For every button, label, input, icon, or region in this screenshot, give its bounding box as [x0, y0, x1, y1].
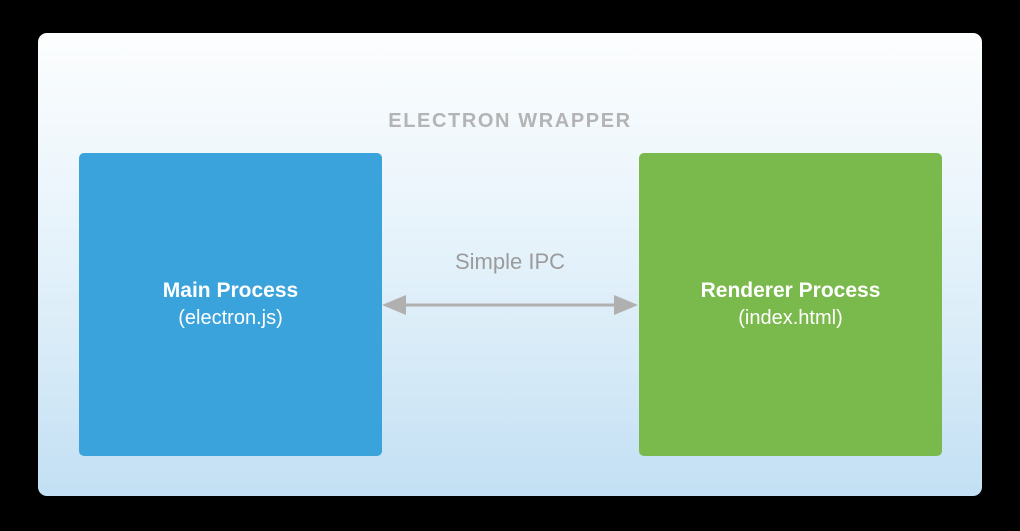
- node-renderer-process-subtitle: (index.html): [738, 307, 843, 329]
- node-main-process-title: Main Process: [162, 279, 299, 302]
- node-main-process[interactable]: Main Process (electron.js): [79, 153, 382, 456]
- diagram-card: ELECTRON WRAPPER Main Process (electron.…: [38, 33, 982, 496]
- arrowhead-left-icon: [382, 295, 406, 315]
- connector-label: Simple IPC: [454, 249, 566, 274]
- node-renderer-process[interactable]: Renderer Process (index.html): [639, 153, 942, 456]
- double-arrow-icon: [382, 295, 638, 315]
- arrowhead-right-icon: [614, 295, 638, 315]
- node-main-process-subtitle: (electron.js): [178, 307, 283, 329]
- connector-ipc-arrow: [382, 288, 638, 322]
- page-title: ELECTRON WRAPPER: [388, 110, 632, 132]
- node-renderer-process-title: Renderer Process: [700, 279, 881, 302]
